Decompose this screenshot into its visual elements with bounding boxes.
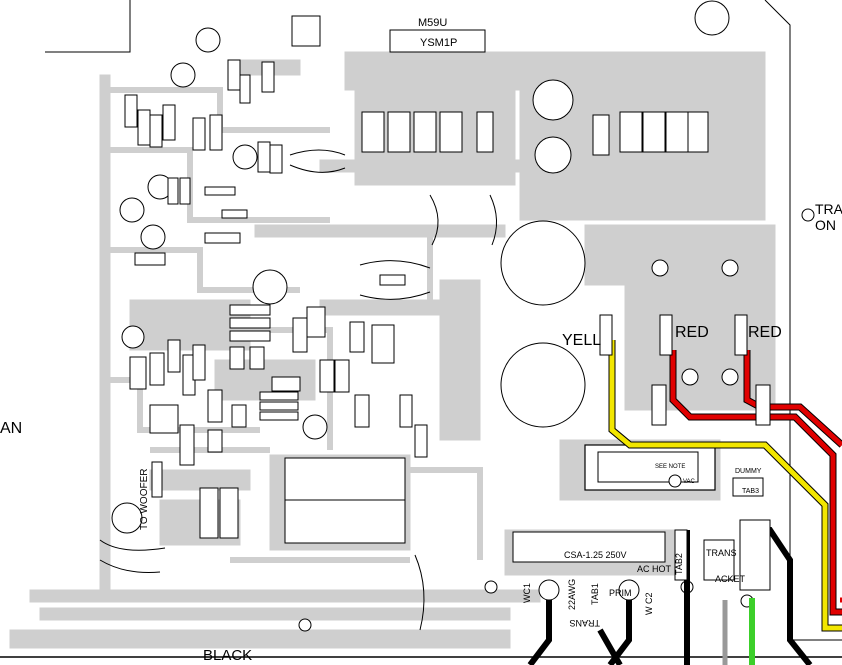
acket-label: ACKET [715, 574, 746, 584]
ground-symbol-icon [298, 474, 682, 632]
yellow-wire-label: YELL [562, 332, 601, 349]
ic-header [389, 29, 486, 53]
red-wire-label-1: RED [675, 324, 709, 341]
see-note-label: SEE NOTE [655, 464, 685, 470]
wc2-label: W C2 [644, 593, 654, 616]
component-cluster-top-left [119, 15, 321, 266]
ic-model-label: YSM1P [420, 37, 457, 49]
spade-tabs [599, 314, 771, 591]
ac-hot-label: AC HOT [637, 564, 672, 574]
fuse-rating-label: CSA-1.25 250V [564, 550, 627, 560]
woofer-label: TO WOOFER [139, 469, 150, 530]
wc1-label: WC1 [522, 583, 532, 603]
dummy-label: DUMMY [735, 468, 762, 475]
vac-label: VAC [683, 479, 696, 485]
resistor-row [361, 111, 709, 156]
black-wire-label: BLACK [203, 647, 252, 664]
tab3-label: TAB3 [742, 488, 759, 495]
trans-right-label: TRANS [706, 548, 737, 558]
copper-lines [110, 87, 483, 563]
capacitors [500, 0, 739, 428]
component-cluster-mid-left [111, 269, 428, 539]
trans-on-label-2: ON [815, 217, 836, 233]
tab1-label: TAB1 [590, 583, 600, 605]
awg-label: 22AWG [567, 579, 577, 610]
trans-on-label: TRA [815, 201, 842, 217]
black-wire-2 [597, 600, 632, 665]
ic-part-label: M59U [418, 17, 447, 29]
prim-label: PRIM [609, 588, 632, 598]
red-wire-label-2: RED [748, 324, 782, 341]
fuse-holder [512, 531, 666, 563]
silkscreen-arcs [99, 149, 497, 631]
tab2-label: TAB2 [674, 553, 684, 575]
trans-lower-label: TRANS [569, 618, 600, 628]
black-wire-1 [527, 600, 552, 665]
board-outline [45, 0, 842, 641]
left-cut-label: AN [0, 420, 22, 437]
